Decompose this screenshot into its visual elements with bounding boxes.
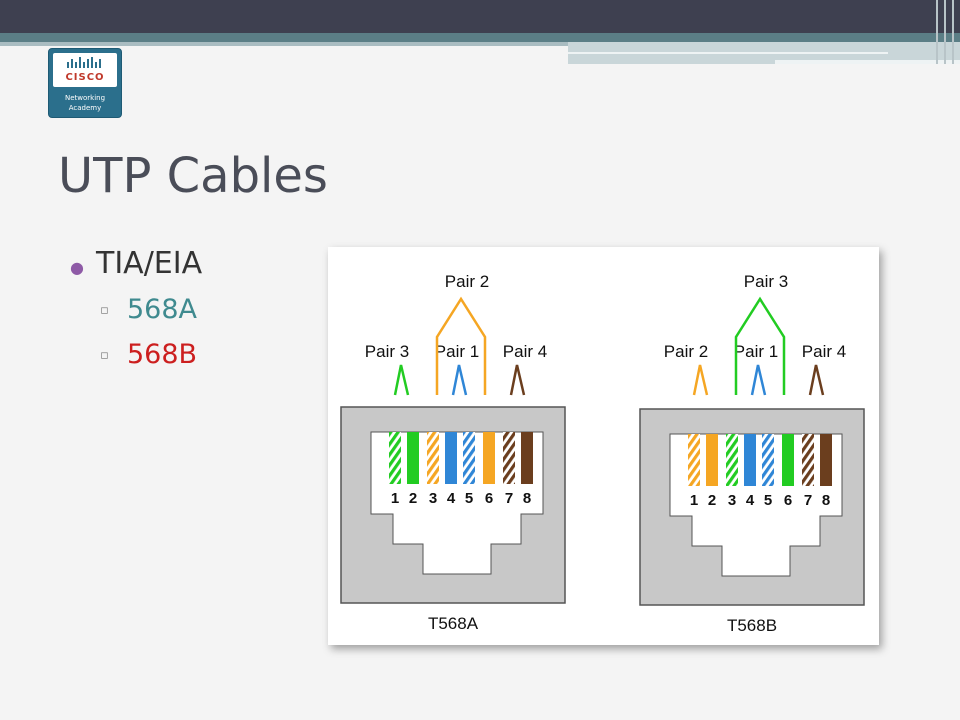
- pin-6-number: 6: [485, 490, 493, 507]
- top-bar: [0, 0, 960, 33]
- sub-bullet-568a: 568A: [127, 294, 198, 325]
- connector-label: T568A: [428, 614, 479, 633]
- pin-8-number: 8: [523, 490, 531, 507]
- cisco-networking-academy-logo: CISCO Networking Academy: [48, 48, 122, 118]
- bullet-tia-eia: TIA/EIA: [96, 246, 203, 281]
- pin-7-number: 7: [804, 492, 812, 509]
- pair-chevron-right: [509, 364, 526, 396]
- pair-label-right: Pair 4: [802, 342, 846, 361]
- bullet-dot-icon: ●: [70, 258, 84, 277]
- plug-slot-gap: [393, 513, 521, 516]
- pair-roof-top: [734, 296, 786, 395]
- pin-3-wire: [427, 432, 439, 484]
- logo-line-1: Networking: [64, 94, 106, 102]
- pin-7-number: 7: [505, 490, 513, 507]
- pin-3-number: 3: [429, 490, 437, 507]
- pin-2-wire: [706, 434, 718, 486]
- logo-line-2: Academy: [68, 104, 102, 112]
- pin-2-wire: [407, 432, 419, 484]
- slide-title: UTP Cables: [58, 148, 328, 204]
- pair-label-top: Pair 3: [744, 272, 788, 291]
- header-band-accent: [0, 42, 568, 46]
- pair-roof-top: [435, 296, 487, 395]
- pin-6-number: 6: [784, 492, 792, 509]
- pin-3-wire: [726, 434, 738, 486]
- logo-badge: CISCO: [53, 53, 117, 87]
- connector-label: T568B: [727, 616, 777, 635]
- pin-7-wire: [503, 432, 515, 484]
- pin-4-wire: [445, 432, 457, 484]
- sub-bullet-568b: 568B: [127, 339, 198, 370]
- pair-label-right: Pair 4: [503, 342, 547, 361]
- pair-label-middle: Pair 1: [435, 342, 479, 361]
- pair-chevron-middle: [451, 364, 468, 396]
- pin-4-number: 4: [746, 492, 755, 509]
- edge-stripe: [944, 0, 946, 64]
- pin-4-wire: [744, 434, 756, 486]
- square-bullet-icon: ▫: [100, 348, 109, 363]
- pin-6-wire: [782, 434, 794, 486]
- pin-8-wire: [820, 434, 832, 486]
- pin-8-number: 8: [822, 492, 830, 509]
- square-bullet-icon: ▫: [100, 303, 109, 318]
- pin-8-wire: [521, 432, 533, 484]
- pin-5-wire: [762, 434, 774, 486]
- pin-1-number: 1: [391, 490, 399, 507]
- pin-6-wire: [483, 432, 495, 484]
- pin-1-wire: [389, 432, 401, 484]
- pin-1-number: 1: [690, 492, 698, 509]
- pair-label-middle: Pair 1: [734, 342, 778, 361]
- pair-chevron-middle: [750, 364, 767, 396]
- cisco-bridge-icon: [67, 57, 101, 68]
- header-band-line-2: [775, 60, 960, 64]
- pair-label-left: Pair 3: [365, 342, 409, 361]
- pin-2-number: 2: [708, 492, 716, 509]
- pin-5-number: 5: [764, 492, 772, 509]
- plug-slot: [691, 516, 821, 577]
- pair-chevron-left: [393, 364, 410, 396]
- edge-stripe: [936, 0, 938, 64]
- header-band: [0, 33, 960, 42]
- pin-2-number: 2: [409, 490, 417, 507]
- pair-chevron-right: [808, 364, 825, 396]
- edge-stripe: [952, 0, 954, 64]
- plug-slot-gap: [692, 515, 820, 518]
- logo-brand: CISCO: [65, 72, 105, 83]
- pin-4-number: 4: [447, 490, 456, 507]
- pin-5-wire: [463, 432, 475, 484]
- header-band-line: [568, 52, 888, 54]
- pin-3-number: 3: [728, 492, 736, 509]
- pair-chevron-left: [692, 364, 709, 396]
- pin-7-wire: [802, 434, 814, 486]
- plug-slot: [392, 514, 522, 575]
- pin-5-number: 5: [465, 490, 473, 507]
- pair-label-top: Pair 2: [445, 272, 489, 291]
- pair-label-left: Pair 2: [664, 342, 708, 361]
- pin-1-wire: [688, 434, 700, 486]
